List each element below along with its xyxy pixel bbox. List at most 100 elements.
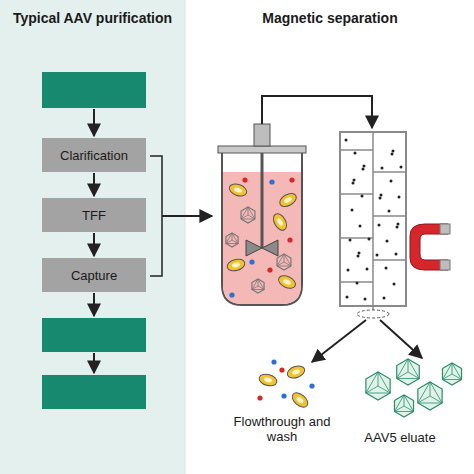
column-baffle (373, 259, 406, 261)
step-label: Clarification (54, 146, 134, 165)
flow-arrow (93, 293, 95, 316)
flow-arrow (93, 173, 95, 196)
magnetic-bead (347, 269, 350, 272)
magnetic-bead (390, 180, 393, 183)
impurity-dot (267, 267, 272, 272)
impeller (246, 240, 278, 256)
panel-divider (185, 0, 186, 474)
column-baffle (373, 171, 406, 173)
magnetic-bead (366, 268, 369, 271)
magnetic-bead (395, 253, 398, 256)
impurity-dot (229, 292, 234, 297)
magnetic-bead (353, 179, 356, 182)
magnetic-bead (380, 194, 383, 197)
impurity-dot (289, 177, 294, 182)
magnetic-bead (386, 240, 389, 243)
process-box (42, 72, 146, 108)
magnetic-bead (362, 168, 365, 171)
impurity-cell (228, 182, 249, 198)
impurity-dot (242, 177, 247, 182)
step-label: Capture (65, 266, 123, 285)
magnetic-bead (396, 226, 399, 229)
magnetic-bead (398, 196, 401, 199)
magnetic-bead (392, 150, 395, 153)
magnetic-bead (358, 252, 361, 255)
column-baffle (373, 215, 406, 217)
flow-arrow (93, 353, 95, 373)
magnetic-bead (391, 153, 394, 156)
magnetic-bead (357, 255, 360, 258)
magnet-pole (440, 260, 450, 270)
magnetic-bead (379, 197, 382, 200)
impurity-cell (258, 372, 278, 387)
process-box: Capture (42, 258, 146, 292)
magnetic-bead (368, 238, 371, 241)
output-arrow (312, 320, 366, 362)
motor (254, 124, 270, 146)
magnetic-bead (349, 239, 352, 242)
impurity-dot (271, 359, 276, 364)
magnetic-bead (345, 139, 348, 142)
magnet-pole (440, 224, 450, 234)
step-label: TFF (76, 206, 112, 225)
column-rotor (372, 132, 374, 310)
impurity-dot (257, 395, 262, 400)
impurity-cell (286, 364, 307, 380)
impurity-dot (287, 237, 292, 242)
apparatus (218, 96, 462, 417)
magnetic-bead (385, 267, 388, 270)
capsid-icon (241, 207, 255, 223)
capsid-icon (418, 382, 442, 410)
magnetic-bead (397, 223, 400, 226)
capsid-icon (226, 233, 238, 247)
shaft (261, 153, 264, 248)
panel-heading: Magnetic separation (200, 10, 460, 26)
right-panel (185, 0, 474, 474)
capsid-icon (277, 254, 291, 270)
bracket (150, 156, 162, 276)
process-box: TFF (42, 198, 146, 232)
impurity-cell (277, 273, 298, 291)
process-box (42, 318, 146, 352)
flow-arrow (93, 233, 95, 256)
magnetic-bead (378, 224, 381, 227)
capsid-icon (394, 395, 413, 417)
magnetic-bead (363, 165, 366, 168)
rotation-arrow (357, 310, 389, 318)
magnetic-bead (388, 210, 391, 213)
impurity-dot (279, 367, 284, 372)
magnetic-bead (376, 254, 379, 257)
bracket-arrow (162, 215, 212, 217)
impurity-cell (271, 211, 290, 232)
impurity-cell (290, 390, 311, 410)
column-baffle (340, 193, 373, 195)
magnetic-bead (359, 225, 362, 228)
capsid-icon (366, 372, 390, 400)
left-panel (0, 0, 185, 474)
output-label: Flowthrough and wash (232, 414, 332, 444)
column-baffle (340, 149, 373, 151)
magnetic-bead (400, 166, 403, 169)
impurity-dot (309, 383, 314, 388)
impurity-dot (281, 393, 286, 398)
flow-steps (42, 72, 212, 409)
magnetic-bead (346, 296, 349, 299)
magnetic-bead (361, 195, 364, 198)
impurity-cell (226, 257, 246, 272)
impurity-dot (269, 179, 274, 184)
impurity-cell (277, 191, 298, 210)
panel-heading: Typical AAV purification (4, 10, 181, 26)
bioreactor (222, 152, 302, 305)
flow-arrow (93, 109, 95, 136)
capsid-icon (397, 359, 420, 385)
magnetic-bead (356, 282, 359, 285)
magnetic-bead (393, 283, 396, 286)
capsid-icon (252, 279, 264, 293)
process-box (42, 375, 146, 409)
magnetic-bead (381, 167, 384, 170)
output-label: AAV5 eluate (345, 430, 455, 445)
magnetic-bead (354, 152, 357, 155)
magnetic-bead (351, 209, 354, 212)
magnetic-bead (383, 297, 386, 300)
